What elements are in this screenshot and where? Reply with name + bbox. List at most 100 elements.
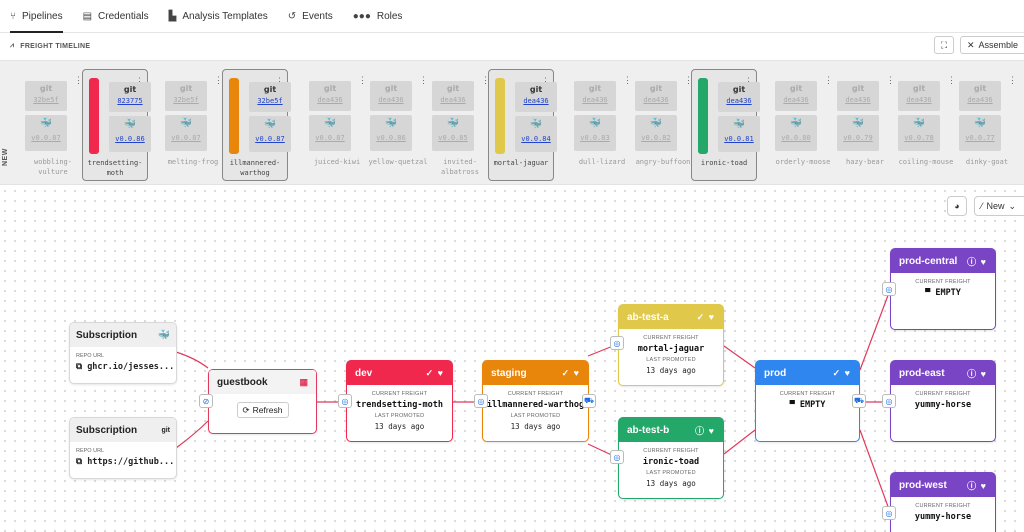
more-options-icon[interactable]: ⋮ <box>419 75 428 85</box>
tab-events[interactable]: ↺Events <box>288 0 333 33</box>
new-stage-button[interactable]: ⁄New⌄ <box>974 196 1024 216</box>
image-version[interactable]: v0.0.86 <box>376 134 406 142</box>
image-artifact[interactable]: 🐳v0.0.82 <box>635 115 677 151</box>
target-icon[interactable]: ◎ <box>610 450 624 464</box>
git-commit[interactable]: dea436 <box>643 96 669 104</box>
image-version[interactable]: v0.0.79 <box>843 134 873 142</box>
image-artifact[interactable]: 🐳v0.0.87 <box>165 115 207 151</box>
git-commit[interactable]: dea436 <box>726 97 752 105</box>
image-version[interactable]: v0.0.81 <box>724 135 754 143</box>
truck-icon[interactable]: ⛟ <box>852 394 866 408</box>
git-commit[interactable]: dea436 <box>845 96 871 104</box>
target-icon[interactable]: ◎ <box>882 282 896 296</box>
git-commit[interactable]: dea436 <box>967 96 993 104</box>
more-options-icon[interactable]: ⋮ <box>214 75 223 85</box>
git-commit[interactable]: dea436 <box>317 96 343 104</box>
image-version[interactable]: v0.0.83 <box>580 134 610 142</box>
git-commit[interactable]: 32be5f <box>33 96 59 104</box>
more-options-icon[interactable]: ⋮ <box>358 75 367 85</box>
more-options-icon[interactable]: ⋮ <box>275 76 284 86</box>
more-options-icon[interactable]: ⋮ <box>74 75 83 85</box>
image-version[interactable]: v0.0.87 <box>255 135 285 143</box>
git-commit[interactable]: dea436 <box>783 96 809 104</box>
image-version[interactable]: v0.0.87 <box>171 134 201 142</box>
image-version[interactable]: v0.0.82 <box>641 134 671 142</box>
git-commit[interactable]: dea436 <box>440 96 466 104</box>
collapse-button[interactable]: ⛶ <box>934 36 954 54</box>
git-commit[interactable]: dea436 <box>523 97 549 105</box>
tab-analysis-templates[interactable]: ▙Analysis Templates <box>169 0 268 33</box>
more-options-icon[interactable]: ⋮ <box>623 75 632 85</box>
tab-pipelines[interactable]: ⑂Pipelines <box>10 0 63 33</box>
tab-roles[interactable]: ●●●Roles <box>353 0 403 33</box>
git-commit[interactable]: 32be5f <box>173 96 199 104</box>
pipeline-graph[interactable]: ◕ ⁄New⌄ Subscription🐳 REPO URL ⧉ ghcr.io… <box>0 186 1024 532</box>
git-commit[interactable]: dea436 <box>582 96 608 104</box>
git-commit[interactable]: dea436 <box>378 96 404 104</box>
truck-icon[interactable]: ⛟ <box>582 394 596 408</box>
eye-off-icon[interactable]: ⊘ <box>199 394 213 408</box>
target-icon[interactable]: ◎ <box>882 506 896 520</box>
image-version[interactable]: v0.0.87 <box>31 134 61 142</box>
more-options-icon[interactable]: ⋮ <box>824 75 833 85</box>
more-options-icon[interactable]: ⋮ <box>947 75 956 85</box>
subscription-card[interactable]: Subscription🐳 REPO URL ⧉ ghcr.io/jesses.… <box>69 322 177 384</box>
git-commit[interactable]: dea436 <box>906 96 932 104</box>
image-artifact[interactable]: 🐳v0.0.85 <box>432 115 474 151</box>
image-artifact[interactable]: 🐳v0.0.79 <box>837 115 879 151</box>
image-version[interactable]: v0.0.78 <box>904 134 934 142</box>
palette-button[interactable]: ◕ <box>947 196 967 216</box>
image-artifact[interactable]: 🐳v0.0.87 <box>25 115 67 151</box>
image-artifact[interactable]: 🐳v0.0.77 <box>959 115 1001 151</box>
image-artifact[interactable]: 🐳v0.0.80 <box>775 115 817 151</box>
more-options-icon[interactable]: ⋮ <box>744 76 753 86</box>
image-artifact[interactable]: 🐳v0.0.87 <box>309 115 351 151</box>
image-artifact[interactable]: 🐳v0.0.86 <box>370 115 412 151</box>
image-artifact[interactable]: 🐳v0.0.86 <box>109 116 151 152</box>
more-options-icon[interactable]: ⋮ <box>684 75 693 85</box>
image-version[interactable]: v0.0.86 <box>115 135 145 143</box>
image-version[interactable]: v0.0.77 <box>965 134 995 142</box>
git-commit[interactable]: 823775 <box>117 97 143 105</box>
git-commit[interactable]: 32be5f <box>257 97 283 105</box>
more-options-icon[interactable]: ⋮ <box>135 76 144 86</box>
more-options-icon[interactable]: ⋮ <box>541 76 550 86</box>
assemble-button[interactable]: ✕Assemble <box>960 36 1024 54</box>
image-artifact[interactable]: 🐳v0.0.84 <box>515 116 557 152</box>
image-artifact[interactable]: 🐳v0.0.87 <box>249 116 291 152</box>
image-version[interactable]: v0.0.87 <box>315 134 345 142</box>
more-options-icon[interactable]: ⋮ <box>886 75 895 85</box>
